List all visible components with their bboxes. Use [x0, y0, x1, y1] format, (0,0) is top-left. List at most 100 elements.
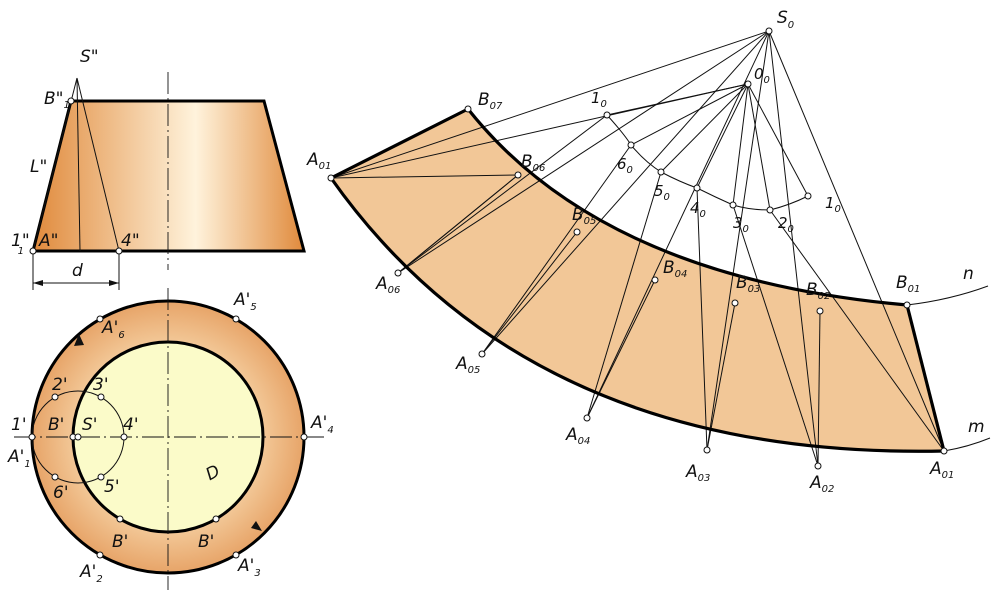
ray-to-b01: [769, 209, 945, 452]
label-a1: A'1: [7, 447, 31, 470]
apex-line-1: [32, 77, 78, 252]
label-a4: A'4: [310, 413, 334, 436]
label-l-front: L": [30, 157, 47, 177]
development: S0 00 10 60 50 40 30 20 10 B07 B06 B05 B…: [306, 8, 991, 495]
label-3-dev: 30: [733, 214, 749, 235]
chord-a01-b06: [330, 174, 519, 179]
curve-n-extension: [906, 285, 989, 306]
label-o0: 00: [754, 65, 770, 86]
point-1-top: [603, 111, 611, 119]
label-b05: B05: [572, 205, 596, 227]
construction-lines: [330, 30, 945, 467]
ray-o0-3: [732, 83, 749, 206]
label-b02: B02: [806, 280, 830, 302]
point-b03: [731, 299, 739, 307]
label-a06: A06: [375, 274, 400, 296]
chord-a05-b05: [481, 231, 578, 355]
label-a-front: A": [38, 231, 58, 251]
chord-b06-a06: [397, 174, 519, 274]
label-4: 4': [123, 415, 139, 435]
label-b03: B03: [736, 273, 760, 295]
point-o0: [744, 80, 752, 88]
label-1-front: 1"1: [11, 231, 30, 257]
rotation-arrow-bottom: [251, 521, 262, 531]
label-a2: A'2: [79, 562, 103, 585]
point-b-lower-left: [116, 515, 124, 523]
point-b04: [651, 276, 659, 284]
point-a02: [814, 462, 822, 470]
outline-b07-b01: [466, 108, 908, 307]
label-4-front: 4": [121, 231, 140, 251]
label-b-center: B': [48, 415, 64, 435]
ray-s0-a04: [586, 30, 770, 419]
label-a02: A02: [809, 473, 834, 495]
ray-s0-a03: [706, 30, 770, 451]
label-b06: B06: [521, 152, 545, 174]
point-3: [97, 393, 105, 401]
outline-a01-a01: [329, 177, 945, 453]
point-a05: [478, 350, 486, 358]
top-view: A'1 A'2 A'3 A'4 A'5 A'6 1' 2' 3' 4' 5' 6…: [7, 288, 334, 590]
label-6-dev: 60: [617, 155, 633, 176]
apex-line-3: [76, 77, 120, 252]
label-a03: A03: [685, 462, 710, 484]
label-b04: B04: [663, 258, 687, 280]
label-1: 1': [11, 415, 27, 435]
label-3: 3': [93, 375, 109, 395]
label-1-right: 10: [825, 194, 841, 215]
point-5-dev: [657, 168, 665, 176]
ray-s0-a01-right: [768, 30, 945, 452]
front-view: S" B"1 L" 1"1 A" 4" d: [11, 47, 306, 290]
label-a01-left: A01: [306, 150, 331, 172]
apex-line-2: [76, 77, 81, 252]
point-a-front: [29, 247, 37, 255]
ray-to-b02: [732, 204, 819, 467]
point-b07: [464, 105, 472, 113]
point-a04: [583, 414, 591, 422]
label-b01: B01: [896, 273, 920, 295]
point-a6: [96, 315, 104, 323]
dim-arrow-right: [109, 280, 119, 286]
ray-s0-a02: [768, 30, 819, 467]
label-a3: A'3: [237, 556, 261, 579]
label-a6: A'6: [101, 318, 125, 341]
point-2: [51, 393, 59, 401]
ray-o0-2: [747, 83, 771, 211]
point-a5: [232, 315, 240, 323]
chord-a03-b03: [706, 302, 736, 451]
ray-o0-5: [660, 83, 749, 173]
point-5: [97, 473, 105, 481]
label-s-center: S': [82, 415, 97, 435]
point-a06: [394, 269, 402, 277]
point-b01: [903, 301, 911, 309]
point-b02: [816, 307, 824, 315]
label-1-top: 10: [591, 89, 607, 110]
label-a04: A04: [565, 425, 590, 447]
ray-to-b06: [397, 114, 608, 274]
label-2: 2': [52, 375, 68, 395]
point-a4: [300, 433, 308, 441]
dim-arrow-left: [33, 280, 43, 286]
point-1: [28, 433, 36, 441]
label-5: 5': [104, 477, 120, 497]
point-4-front: [115, 247, 123, 255]
development-points: [327, 27, 948, 470]
ray-s0-a01-left: [330, 30, 770, 179]
label-s-front: S": [80, 47, 99, 67]
point-a01-right: [940, 447, 948, 455]
label-b-lower-left: B': [112, 532, 128, 552]
point-b1: [67, 97, 75, 105]
point-6-dev: [627, 141, 635, 149]
point-s0: [765, 27, 773, 35]
point-1-right: [804, 192, 812, 200]
point-4-dev: [693, 184, 701, 192]
ray-to-b05: [481, 144, 632, 355]
point-a03: [703, 446, 711, 454]
point-b06: [514, 171, 522, 179]
rotation-arrow-top: [74, 334, 84, 346]
label-a5: A'5: [233, 290, 257, 313]
label-s0: S0: [777, 8, 794, 31]
label-2-dev: 20: [778, 214, 794, 235]
point-b-lower-right: [212, 515, 220, 523]
